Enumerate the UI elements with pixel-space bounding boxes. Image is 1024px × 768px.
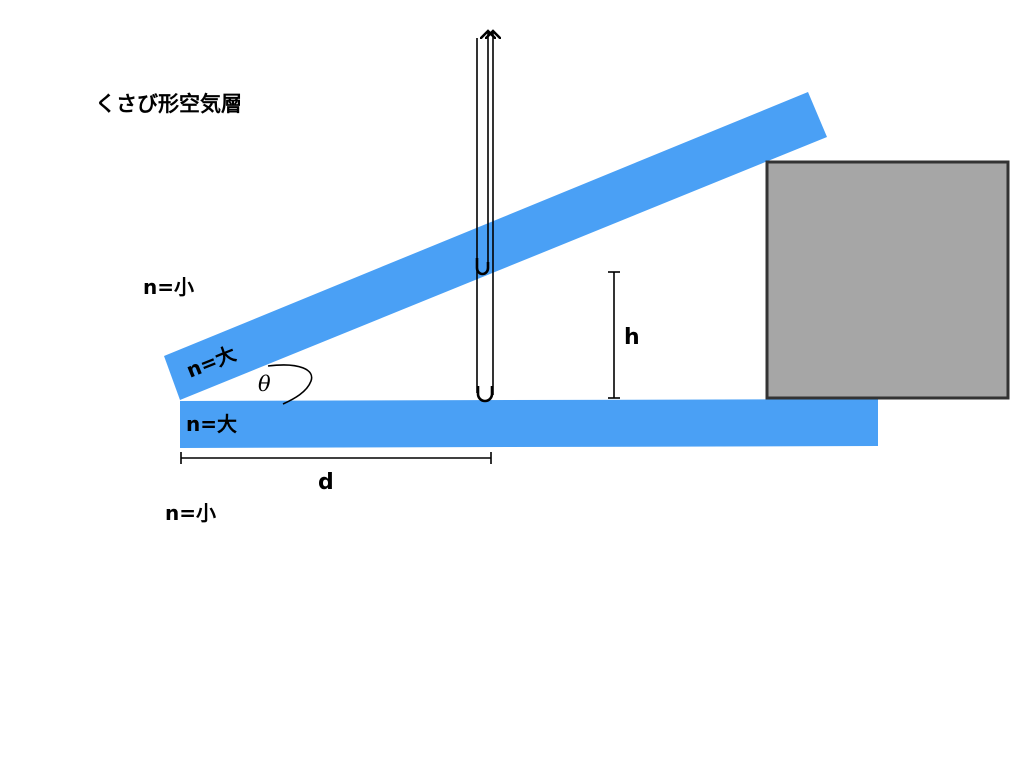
distance-dimension	[180, 452, 492, 464]
spacer-block	[765, 160, 1010, 400]
n-large-lower-plate-label: n=大	[186, 412, 237, 436]
height-label: h	[624, 325, 640, 350]
n-small-top-label: n=小	[143, 275, 194, 299]
reflection-turn-upper	[475, 258, 490, 276]
upper-glass-plate	[164, 92, 827, 400]
distance-label: d	[318, 470, 334, 495]
height-dimension	[608, 271, 620, 399]
angle-label: θ	[258, 372, 271, 396]
lower-glass-plate	[180, 399, 878, 448]
diagram-title: くさび形空気層	[95, 92, 242, 116]
angle-arc	[267, 364, 313, 405]
n-small-bottom-label: n=小	[165, 501, 216, 525]
reflection-turn-lower	[476, 386, 494, 403]
